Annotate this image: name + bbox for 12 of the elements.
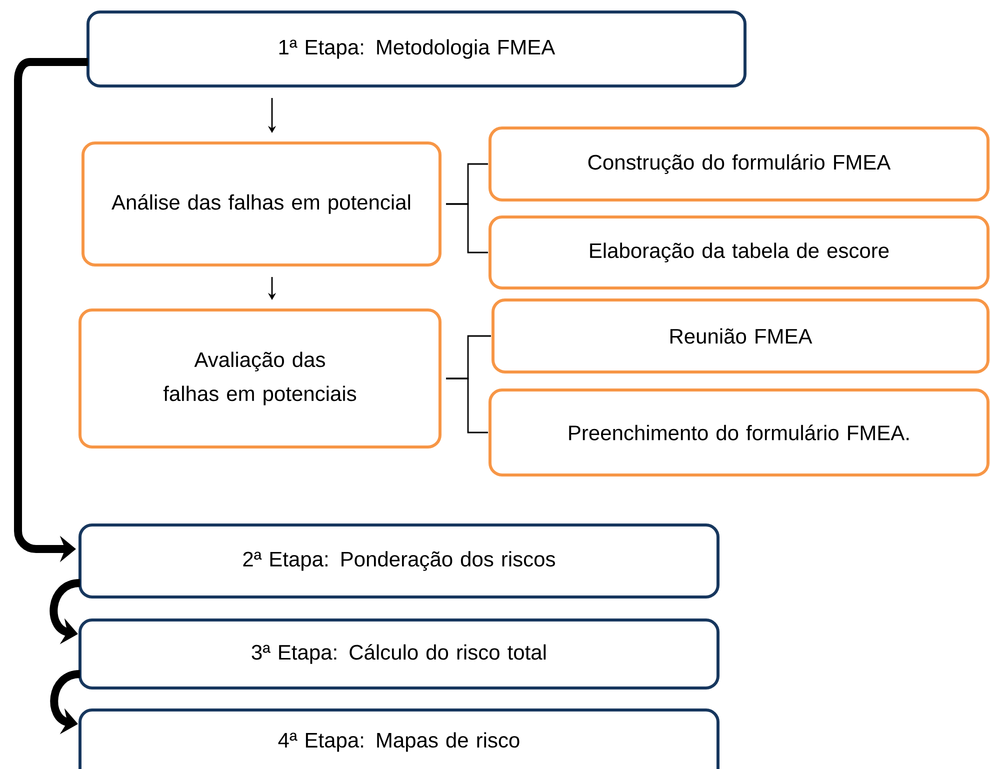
step-box: Reunião FMEA <box>492 298 990 374</box>
stage-box: 4ª Etapa: Mapas de risco <box>78 708 720 769</box>
brace-line <box>446 378 488 434</box>
step-box: Preenchimento do formulário FMEA. <box>488 388 990 476</box>
stage-box: 3ª Etapa: Cálculo do risco total <box>78 618 720 690</box>
brace-line <box>446 203 488 254</box>
stage-box: 2ª Etapa: Ponderação dos riscos <box>78 524 720 598</box>
step-box: Elaboração da tabela de escore <box>488 216 990 290</box>
step-box: Análise das falhas em potencial <box>82 142 442 266</box>
step-box: Construção do formulário FMEA <box>488 126 990 202</box>
stage-box: 1ª Etapa: Metodologia FMEA <box>86 10 746 88</box>
step-box: Avaliação das falhas em potenciais <box>78 308 442 448</box>
